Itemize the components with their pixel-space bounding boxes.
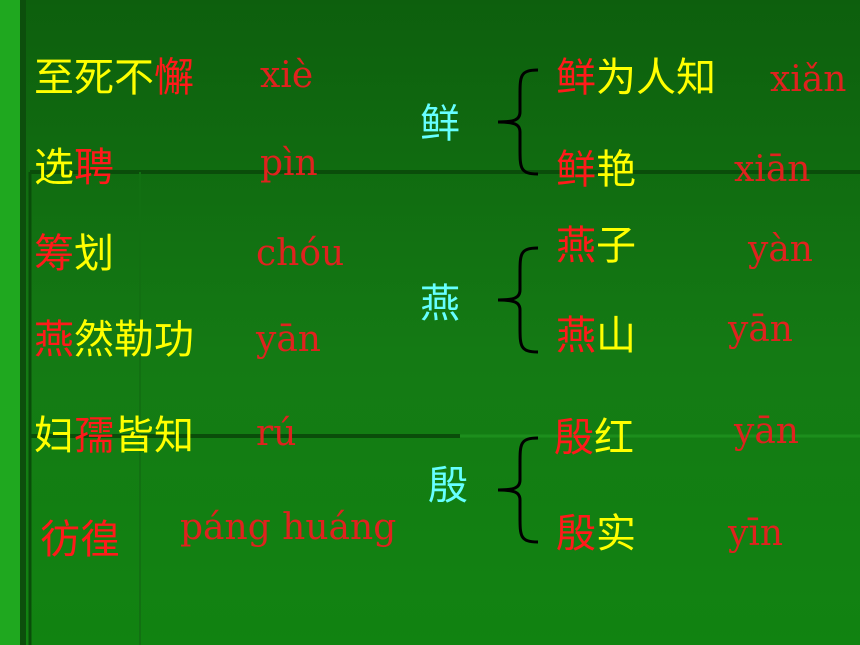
right-pinyin-6: yīn <box>728 513 784 554</box>
word-part: 选 <box>34 145 74 191</box>
right-pinyin-2: xiān <box>734 149 811 190</box>
word-part-highlight: 聘 <box>74 145 114 191</box>
word-part: 红 <box>594 415 634 461</box>
pinyin-4: yān <box>256 319 321 360</box>
right-pinyin-1: xiǎn <box>770 59 847 100</box>
word-part: 实 <box>596 511 636 557</box>
word-part-highlight: 燕 <box>556 313 596 359</box>
group-head-yin: 殷 <box>428 463 468 509</box>
pinyin-3: chóu <box>256 233 345 274</box>
left-word-6: 彷徨 <box>40 516 120 564</box>
pinyin-1: xiè <box>260 55 314 96</box>
pinyin-2: pìn <box>260 143 318 184</box>
pinyin-5: rú <box>256 413 297 454</box>
right-word-6: 殷实 <box>556 510 636 558</box>
word-part: 妇 <box>34 413 74 459</box>
right-pinyin-4: yān <box>728 309 793 350</box>
pinyin-6: páng huáng <box>180 507 397 548</box>
word-part-highlight: 燕 <box>34 317 74 363</box>
left-brace-icon <box>497 436 539 544</box>
word-part-highlight: 孺 <box>74 413 114 459</box>
right-word-5: 殷红 <box>554 414 634 462</box>
word-part-highlight: 殷 <box>554 415 594 461</box>
word-part: 子 <box>596 223 636 269</box>
left-word-2: 选聘 <box>34 144 114 192</box>
word-part-highlight: 筹 <box>34 231 74 277</box>
word-part: 划 <box>74 231 114 277</box>
right-word-1: 鲜为人知 <box>556 54 716 102</box>
word-part: 艳 <box>596 147 636 193</box>
left-brace-icon <box>497 68 539 176</box>
word-part-highlight: 彷徨 <box>40 517 120 563</box>
word-part-highlight: 懈 <box>154 55 194 101</box>
word-part-highlight: 燕 <box>556 223 596 269</box>
left-word-4: 燕然勒功 <box>34 316 194 364</box>
right-word-4: 燕山 <box>556 312 636 360</box>
word-part: 至死不 <box>34 55 154 101</box>
group-head-yan: 燕 <box>420 281 460 327</box>
right-word-3: 燕子 <box>556 222 636 270</box>
left-word-5: 妇孺皆知 <box>34 412 194 460</box>
word-part: 皆知 <box>114 413 194 459</box>
right-pinyin-5: yān <box>734 411 799 452</box>
left-brace-icon <box>497 246 539 354</box>
word-part: 山 <box>596 313 636 359</box>
word-part-highlight: 鲜 <box>556 55 596 101</box>
word-part: 为人知 <box>596 55 716 101</box>
left-word-3: 筹划 <box>34 230 114 278</box>
word-part-highlight: 鲜 <box>556 147 596 193</box>
left-word-1: 至死不懈 <box>34 54 194 102</box>
right-word-2: 鲜艳 <box>556 146 636 194</box>
right-pinyin-3: yàn <box>748 229 813 270</box>
word-part: 然勒功 <box>74 317 194 363</box>
group-head-xian: 鲜 <box>420 101 460 147</box>
word-part-highlight: 殷 <box>556 511 596 557</box>
